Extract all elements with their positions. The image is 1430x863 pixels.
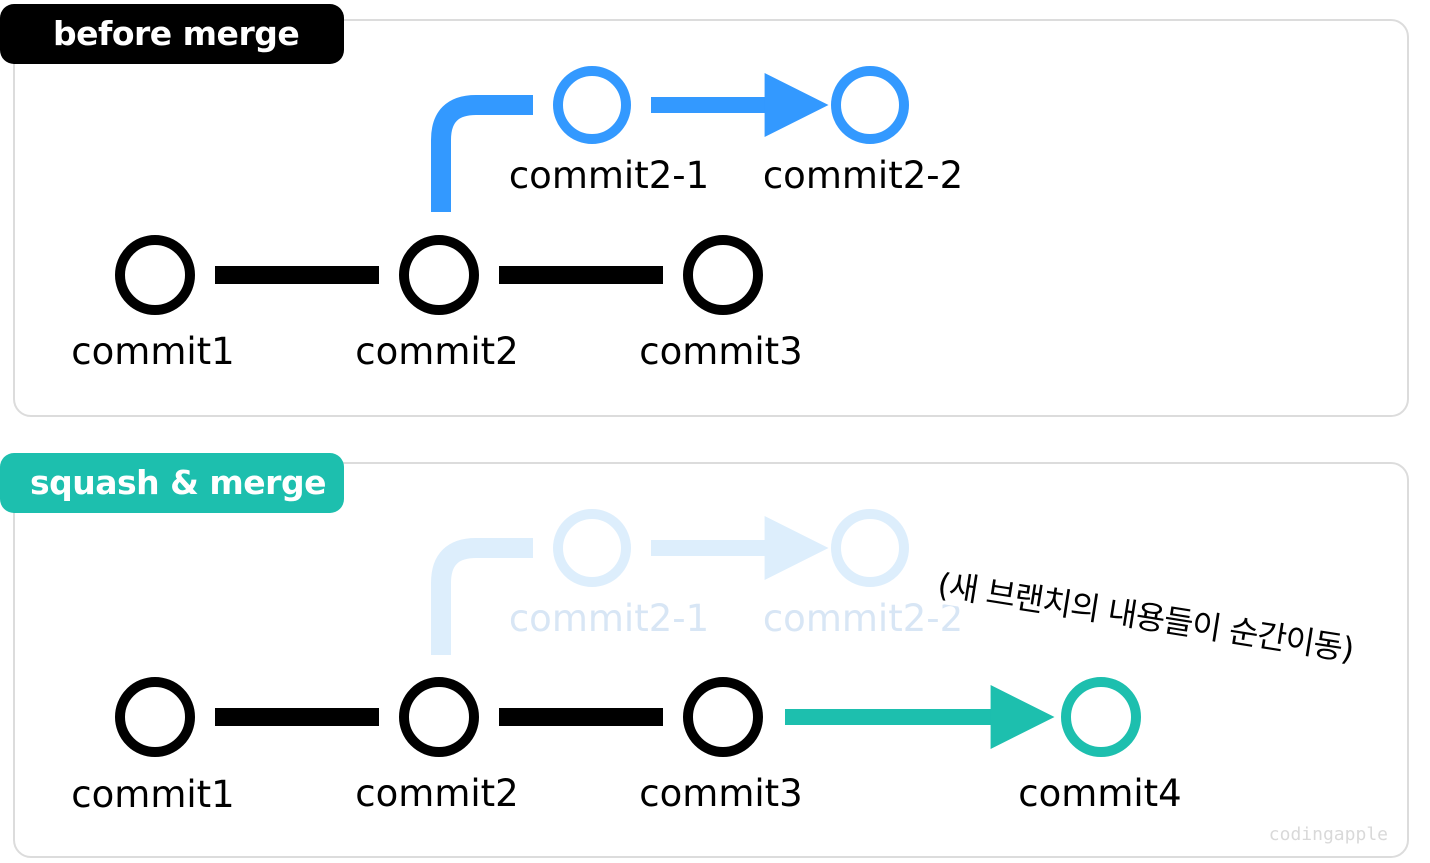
- squash-merge-panel: [13, 462, 1409, 858]
- commit2-label: commit2: [355, 330, 518, 373]
- faded-commit2-2-label: commit2-2: [763, 597, 963, 640]
- commit1-label: commit1: [71, 330, 234, 373]
- before-merge-tag: before merge: [0, 4, 344, 64]
- commit4-node: [1061, 677, 1141, 757]
- squash-commit3-node: [683, 677, 763, 757]
- squash-commit1-node: [115, 677, 195, 757]
- squash-commit2-node: [399, 677, 479, 757]
- commit2-1-node: [553, 66, 631, 144]
- commit3-label: commit3: [639, 330, 802, 373]
- squash-merge-tag: squash & merge: [0, 453, 344, 513]
- commit2-node: [399, 235, 479, 315]
- faded-commit2-1-label: commit2-1: [509, 597, 709, 640]
- commit1-node: [115, 235, 195, 315]
- commit3-node: [683, 235, 763, 315]
- commit2-2-node: [831, 66, 909, 144]
- branch-curve-line: [431, 95, 533, 212]
- faded-branch-curve-line: [431, 538, 533, 655]
- faded-commit2-1-node: [553, 509, 631, 587]
- codingapple-watermark: codingapple: [1268, 824, 1388, 845]
- commit4-label: commit4: [1018, 772, 1181, 815]
- squash-commit2-label: commit2: [355, 772, 518, 815]
- before-merge-panel: [13, 19, 1409, 417]
- annotation-backdrop: [924, 557, 1371, 671]
- squash-commit1-label: commit1: [71, 773, 234, 816]
- faded-commit2-2-node: [831, 509, 909, 587]
- commit2-1-label: commit2-1: [509, 154, 709, 197]
- commit2-2-label: commit2-2: [763, 154, 963, 197]
- squash-commit3-label: commit3: [639, 772, 802, 815]
